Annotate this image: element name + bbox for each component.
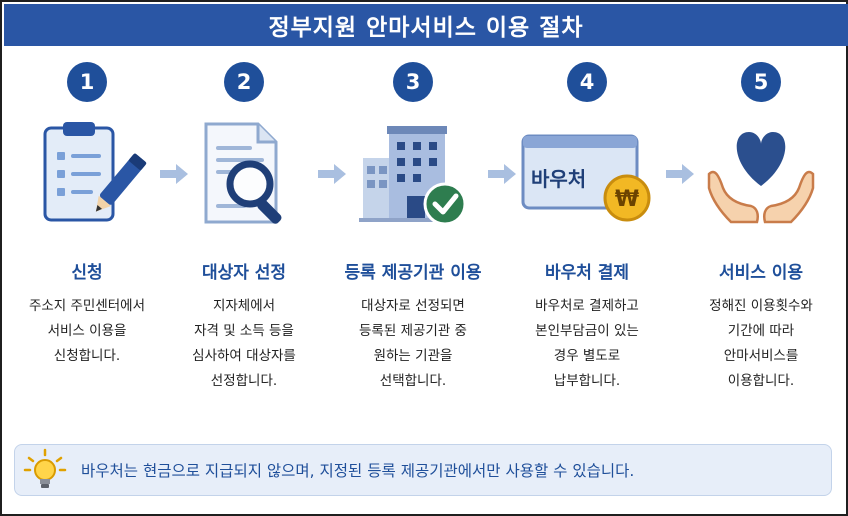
step-3: 3 등록 제공기관 이용 대상자로 선정되면 등록된 제공기관 중 원하는 기관… (328, 62, 498, 432)
step-description: 바우처로 결제하고 본인부담금이 있는 경우 별도로 납부합니다. (535, 298, 639, 389)
clipboard-pen-icon (27, 114, 147, 234)
step-description: 지자체에서 자격 및 소득 등을 심사하여 대상자를 선정합니다. (192, 298, 296, 389)
arrow-right-icon (488, 164, 516, 184)
step-description: 주소지 주민센터에서 서비스 이용을 신청합니다. (28, 298, 146, 364)
header-banner: 정부지원 안마서비스 이용 절차 (4, 4, 848, 46)
step-description: 정해진 이용횟수와 기간에 따라 안마서비스를 이용합니다. (709, 298, 813, 389)
hands-heart-icon (701, 114, 821, 234)
lightbulb-icon (23, 448, 67, 488)
won-coin-icon: ₩ (615, 187, 639, 212)
document-magnifier-icon (184, 114, 304, 234)
step-title: 서비스 이용 (718, 263, 804, 283)
voucher-card-icon: 바우처 ₩ (517, 114, 657, 234)
step-2: 2 대상자 선정 지자체에서 자격 및 소득 등을 심사하여 대상자를 선정합니… (159, 62, 329, 432)
voucher-card-label: 바우처 (531, 167, 586, 191)
step-5: 5 서비스 이용 정해진 이용횟수와 기간에 따라 안마서비스를 이용합니다. (676, 62, 846, 432)
step-number-badge: 4 (567, 62, 607, 102)
notice-text: 바우처는 현금으로 지급되지 않으며, 지정된 등록 제공기관에서만 사용할 수… (81, 462, 635, 480)
step-number-badge: 3 (393, 62, 433, 102)
step-title: 바우처 결제 (544, 263, 630, 283)
building-check-icon (353, 114, 473, 234)
arrow-right-icon (666, 164, 694, 184)
arrow-right-icon (318, 164, 346, 184)
step-title: 대상자 선정 (201, 263, 287, 283)
step-1: 1 신청 주소지 주민센터에서 서비스 이용을 신청합니다. (2, 62, 172, 432)
step-title: 신청 (71, 263, 103, 283)
step-description: 대상자로 선정되면 등록된 제공기관 중 원하는 기관을 선택합니다. (359, 298, 467, 389)
arrow-right-icon (160, 164, 188, 184)
step-number-badge: 5 (741, 62, 781, 102)
notice-bar: 바우처는 현금으로 지급되지 않으며, 지정된 등록 제공기관에서만 사용할 수… (14, 444, 832, 496)
step-4: 4 바우처 ₩ 바우처 결제 바우처로 결제하고 본인부담금이 있는 경우 별도… (502, 62, 672, 432)
step-number-badge: 1 (67, 62, 107, 102)
step-number-badge: 2 (224, 62, 264, 102)
step-title: 등록 제공기관 이용 (344, 263, 482, 283)
page-title: 정부지원 안마서비스 이용 절차 (268, 15, 584, 41)
